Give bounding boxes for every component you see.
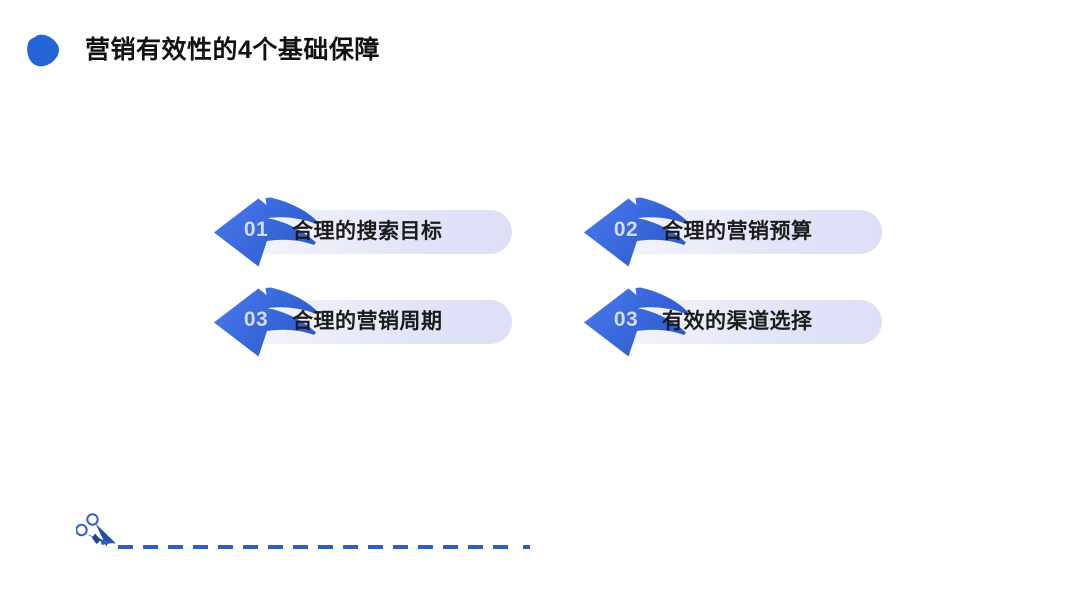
scissors-icon [75,512,124,558]
left-arrow-chevron-icon [580,196,692,268]
item-label: 合理的营销周期 [292,310,443,333]
left-arrow-chevron-icon [210,286,322,358]
item-number: 03 [243,308,269,331]
guarantee-item-02[interactable]: 02 合理的营销预算 [580,196,890,268]
dashed-cut-line [118,538,532,549]
item-number: 02 [613,218,639,241]
item-label: 有效的渠道选择 [662,310,813,333]
item-label: 合理的搜索目标 [292,220,443,243]
left-arrow-chevron-icon [580,286,692,358]
guarantee-item-03[interactable]: 03 合理的营销周期 [210,286,520,358]
guarantee-item-04[interactable]: 03 有效的渠道选择 [580,286,890,358]
page-title: 营销有效性的4个基础保障 [85,36,380,64]
rounded-triangle-blob-icon [25,34,61,68]
item-number: 01 [243,218,269,241]
left-arrow-chevron-icon [210,196,322,268]
guarantee-item-01[interactable]: 01 合理的搜索目标 [210,196,520,268]
item-label: 合理的营销预算 [662,220,813,243]
slide-header: 营销有效性的4个基础保障 [0,0,1080,100]
item-number: 03 [613,308,639,331]
